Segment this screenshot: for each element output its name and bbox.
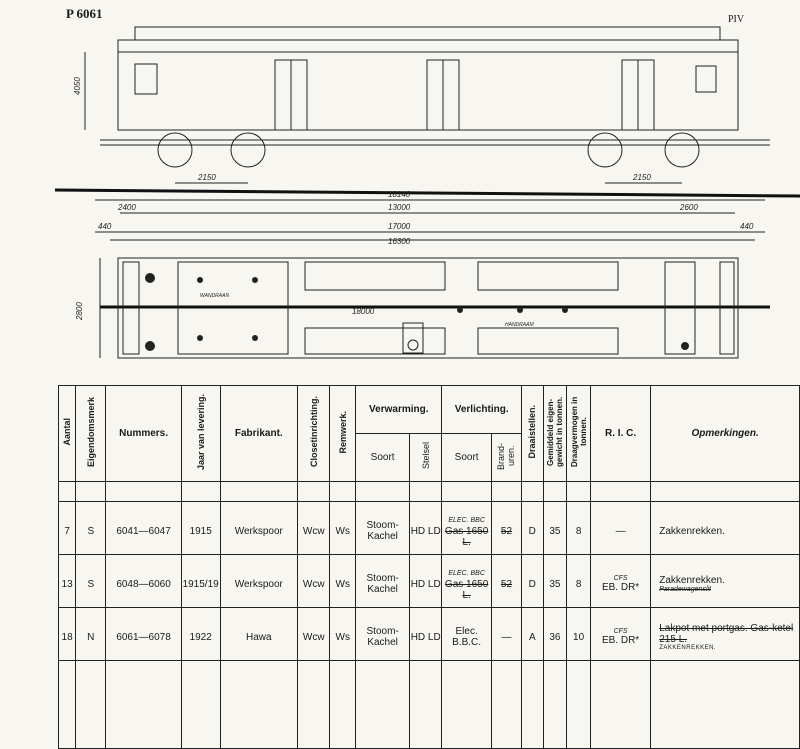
dim-overall: 18140	[388, 190, 411, 199]
car-body-side	[117, 51, 739, 131]
plan-width-label: 2800	[75, 302, 84, 321]
dim-body-length: 17000	[388, 222, 411, 231]
header-gewicht: Gemiddeld eigen-gewicht in tonnen.	[542, 385, 568, 482]
plate-label: PIV	[728, 14, 745, 25]
table-row: 18 N 6061—6078 1922 Hawa Wcw Ws Stoom-Ka…	[57, 607, 800, 661]
car-floor-plan	[117, 257, 739, 359]
handwritten-note: ZAKKENREKKEN.	[659, 645, 717, 651]
header-aantal: Aantal	[57, 385, 77, 482]
header-nummers: Nummers.	[105, 385, 182, 482]
header-remwerk: Remwerk.	[329, 385, 357, 482]
bogie-right-label: 2150	[632, 173, 651, 182]
handwritten-note: ELEC. BBC	[448, 569, 485, 577]
header-verlichting: Verlichting.	[441, 385, 523, 434]
header-eigendomsmerk: Eigendomsmerk	[75, 385, 107, 482]
table-row: 7 S 6041—6047 1915 Werkspoor Wcw Ws Stoo…	[57, 501, 800, 555]
table-spacer-row	[57, 481, 800, 502]
header-draaistellen: Draaistellen.	[521, 385, 544, 482]
register-table: Aantal Eigendomsmerk Nummers. Jaar van l…	[57, 385, 800, 749]
header-stelsel: Stelsel	[409, 433, 443, 482]
header-opmerkingen: Opmerkingen.	[650, 385, 800, 482]
header-branduren: Brand-uren.	[490, 433, 523, 482]
bogie-left-label: 2150	[197, 173, 216, 182]
header-draagvermogen: Draagvermogen in tonnen.	[566, 385, 591, 482]
handwritten-note: ELEC. BBC	[448, 516, 485, 524]
header-verwarming: Verwarming.	[355, 385, 443, 434]
header-jaar: Jaar van levering.	[180, 385, 221, 482]
plan-center-label: 18000	[352, 307, 375, 316]
handwritten-note: CFS	[613, 575, 628, 582]
handwritten-note: Paradewagenslit	[659, 586, 712, 593]
dim-right-buffer: 440	[740, 222, 754, 231]
dim-left-overhang: 2400	[117, 203, 136, 212]
header-soort-verlichting: Soort	[441, 433, 492, 482]
header-soort-verwarming: Soort	[355, 433, 411, 482]
car-roof	[117, 39, 739, 53]
plan-left-room-label: WANDRAAN	[200, 293, 229, 299]
table-empty-row	[57, 660, 800, 749]
header-fabrikant: Fabrikant.	[219, 385, 299, 482]
dim-frame-length: 16300	[388, 237, 411, 246]
header-closet: Closetinrichting.	[297, 385, 331, 482]
dim-bogie-centers: 13000	[388, 203, 411, 212]
handwritten-note: CFS	[613, 628, 628, 635]
plan-right-room-label: HANDRAAM	[505, 322, 534, 328]
roof-clerestory	[134, 26, 721, 41]
dim-right-overhang: 2600	[679, 203, 698, 212]
elevation-height-label: 4050	[73, 77, 82, 95]
technical-drawing: 4050 2150 2150 18140 2400 13000 2600 440…	[54, 26, 800, 359]
dim-left-buffer: 440	[98, 222, 112, 231]
header-ric: R. I. C.	[589, 385, 652, 482]
table-row: 13 S 6048—6060 1915/19 Werkspoor Wcw Ws …	[57, 554, 800, 608]
document-id: P 6061	[66, 6, 103, 21]
